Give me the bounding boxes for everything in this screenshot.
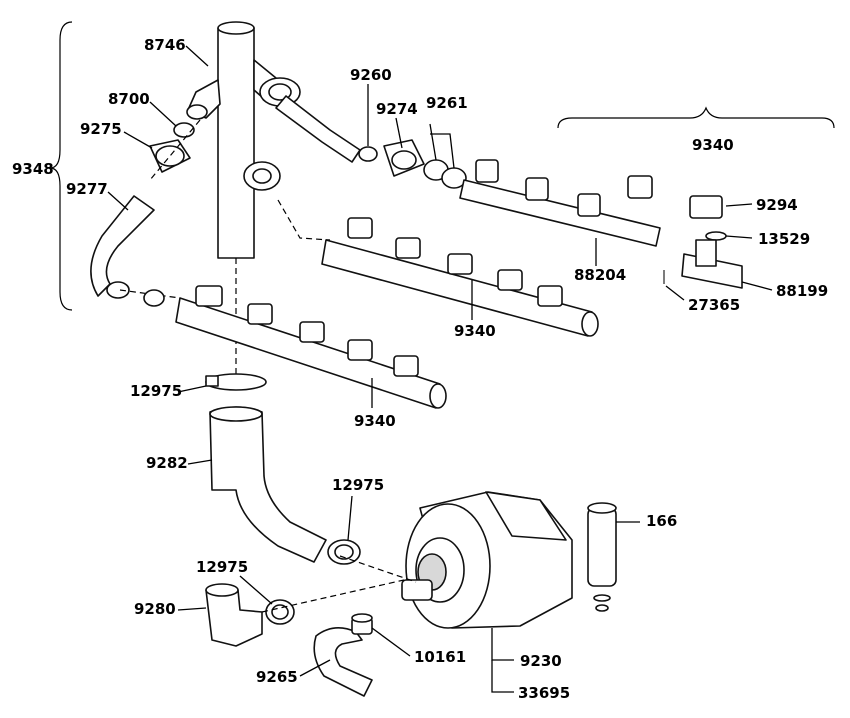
callout-9277: 9277	[66, 180, 108, 198]
callout-9265: 9265	[256, 668, 298, 686]
leader-12975-b	[347, 495, 353, 541]
elbow-9280	[205, 583, 263, 647]
hose-9282	[209, 406, 327, 563]
callout-9340-mid: 9340	[454, 322, 496, 340]
o-ring-left	[143, 289, 165, 307]
cap-9294	[689, 195, 723, 219]
fitting-10161	[351, 613, 373, 635]
leader-27365	[665, 285, 685, 301]
end-fitting-88199	[681, 239, 743, 289]
hose-9265	[313, 627, 373, 697]
callout-88199: 88199	[776, 282, 828, 300]
leader-9261	[429, 123, 455, 169]
manifold-mid	[321, 217, 599, 337]
callout-9261: 9261	[426, 94, 468, 112]
leader-33695	[491, 660, 514, 693]
callout-9275: 9275	[80, 120, 122, 138]
leader-10161	[371, 627, 411, 657]
elbow-hose-9277	[90, 195, 155, 297]
hose-clamp-12975-top	[205, 373, 267, 391]
filter-166	[587, 502, 617, 612]
callout-8746: 8746	[144, 36, 186, 54]
tee-pipe-8746	[186, 21, 287, 259]
alignment-line-hose	[339, 555, 417, 583]
callout-9230: 9230	[520, 652, 562, 670]
leader-9282	[187, 459, 213, 465]
callout-13529: 13529	[758, 230, 810, 248]
leader-9280	[177, 607, 207, 611]
leader-12975-c	[239, 575, 273, 605]
leader-88199	[741, 281, 773, 291]
union-nut-9275	[149, 139, 191, 173]
hose-clamp-12975-low	[265, 599, 295, 625]
callout-12975-b: 12975	[332, 476, 384, 494]
hose-end-9277	[106, 281, 130, 299]
callout-8700: 8700	[108, 90, 150, 108]
alignment-line-upper	[149, 119, 201, 181]
callout-12975-c: 12975	[196, 558, 248, 576]
callout-9294: 9294	[756, 196, 798, 214]
union-9274	[383, 139, 425, 177]
pump-motor-9230	[401, 491, 573, 629]
washer-13529	[705, 231, 727, 241]
callout-9260: 9260	[350, 66, 392, 84]
alignment-line-low	[261, 579, 405, 613]
leader-13529	[725, 235, 753, 239]
callout-9274: 9274	[376, 100, 418, 118]
callout-33695: 33695	[518, 684, 570, 702]
leader-9274	[395, 117, 403, 149]
callout-9282: 9282	[146, 454, 188, 472]
upper-pipe	[275, 95, 361, 163]
alignment-line-mid	[277, 199, 331, 241]
callout-12975-a: 12975	[130, 382, 182, 400]
bracket-manifold-9340	[557, 106, 835, 129]
leader-9265	[299, 659, 331, 677]
callout-10161: 10161	[414, 648, 466, 666]
unions-9261	[423, 159, 467, 189]
callout-9340-low: 9340	[354, 412, 396, 430]
leader-9294	[725, 203, 753, 207]
leader-9275	[123, 131, 153, 149]
manifold-low	[175, 285, 447, 409]
callout-27365: 27365	[688, 296, 740, 314]
o-ring-9260	[358, 146, 378, 162]
manifold-top	[459, 159, 661, 247]
bracket-assembly-9348	[49, 21, 73, 311]
callout-88204: 88204	[574, 266, 626, 284]
callout-9340-top: 9340	[692, 136, 734, 154]
hose-clamp-12975-mid	[327, 539, 361, 565]
leader-8746	[185, 45, 209, 67]
side-coupling	[243, 161, 281, 191]
hose-9282-top	[209, 406, 263, 422]
leader-9277	[107, 191, 129, 211]
callout-9280: 9280	[134, 600, 176, 618]
callout-9348: 9348	[12, 160, 54, 178]
o-ring-8700	[173, 122, 195, 138]
leader-9230	[491, 628, 514, 661]
leader-12975-a	[177, 385, 207, 393]
callout-166: 166	[646, 512, 677, 530]
leader-8700	[149, 101, 177, 127]
